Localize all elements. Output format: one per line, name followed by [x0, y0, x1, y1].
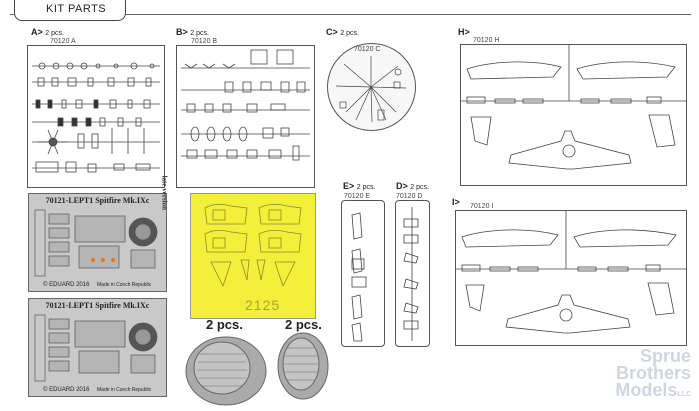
sprue-h-letter: H> [458, 27, 470, 37]
sprue-c-label: C> 2 pcs. [326, 27, 359, 37]
sprue-a-code: 70120 A [50, 38, 76, 45]
sprue-d: 70120 D [395, 193, 430, 347]
resin-wheel-left [185, 336, 267, 406]
watermark: Sprue Brothers ModelsLLC [615, 346, 691, 403]
sprue-e-parts [351, 212, 367, 342]
sprue-i-code: 70120 I [470, 203, 494, 210]
watermark-line2: Brothers [615, 363, 691, 383]
photoetch-bottom-parts [34, 314, 158, 382]
sprue-d-letter: D> [396, 181, 408, 191]
sprue-h: 70120 H [460, 37, 687, 186]
sprue-e-pcs: 2 pcs. [356, 184, 376, 191]
sprue-b-pcs: 2 pcs. [190, 30, 209, 37]
sprue-h-code: 70120 H [473, 37, 500, 44]
sprue-a-label: A> 2 pcs. [31, 27, 64, 37]
resin-wheel-right [277, 332, 329, 400]
header-tab: KIT PARTS [14, 0, 126, 21]
sprue-i-parts [456, 211, 686, 334]
watermark-suffix: LLC [677, 391, 691, 398]
photoetch-fret-bottom: 70121-LEPT1 Spitfire Mk.IXc © EDUARD 201… [28, 298, 167, 397]
sprue-b-label: B> 2 pcs. [176, 27, 209, 37]
photoetch-top-title: 70121-LEPT1 Spitfire Mk.IXc [45, 196, 150, 205]
kit-parts-frame [10, 14, 691, 405]
sprue-e-letter: E> [343, 181, 355, 191]
sprue-c: 70120 C [327, 43, 416, 131]
sprue-b-parts [181, 49, 310, 161]
sprue-h-label: H> [458, 27, 470, 37]
sprue-b-code: 70120 B [191, 38, 218, 45]
mask-number: 2125 [245, 297, 281, 313]
sprue-d-pcs: 2 pcs. [410, 184, 429, 191]
sprue-d-label: D> 2 pcs. [396, 181, 429, 191]
sprue-e-code: 70120 E [344, 193, 371, 200]
sprue-i: 70120 I [455, 203, 687, 346]
sprue-a-pcs: 2 pcs. [45, 30, 64, 37]
photoetch-top-made-in: Made in Czech Republic [97, 282, 152, 288]
sprue-a-letter: A> [31, 27, 43, 37]
photoetch-top-parts [34, 209, 158, 277]
sprue-c-code: 70120 C [354, 46, 381, 53]
sprue-d-code: 70120 D [396, 193, 423, 200]
sprue-b: 70120 B [176, 38, 315, 188]
photoetch-fret-top: 70121-LEPT1 Spitfire Mk.IXc late version… [28, 176, 168, 292]
resin-left-pcs: 2 pcs. [206, 317, 243, 332]
photoetch-top-copyright: © EDUARD 2016 [43, 282, 90, 288]
watermark-line1: Sprue [639, 346, 691, 366]
page-title: KIT PARTS [46, 3, 107, 15]
photoetch-bottom-made-in: Made in Czech Republic [97, 387, 152, 393]
resin-right-pcs: 2 pcs. [285, 317, 322, 332]
sprue-a-parts [32, 62, 160, 173]
sprue-i-label: I> [452, 197, 460, 207]
photoetch-bottom-title: 70121-LEPT1 Spitfire Mk.IXc [45, 301, 150, 310]
canopy-mask-sheet: 2125 [190, 193, 316, 319]
sprue-c-parts [335, 56, 407, 123]
sprue-c-letter: C> [326, 27, 338, 37]
watermark-line3: Models [615, 380, 678, 400]
sprue-e: 70120 E [341, 193, 385, 347]
sprue-e-label: E> 2 pcs. [343, 181, 375, 191]
sprue-h-parts [461, 45, 686, 170]
sprue-b-letter: B> [176, 27, 188, 37]
sprue-a: 70120 A [27, 38, 165, 188]
sprue-c-pcs: 2 pcs. [340, 30, 359, 37]
sprue-i-letter: I> [452, 197, 460, 207]
photoetch-bottom-copyright: © EDUARD 2016 [43, 387, 90, 393]
canopy-mask-shapes [204, 204, 302, 288]
sprue-d-parts [403, 207, 419, 341]
